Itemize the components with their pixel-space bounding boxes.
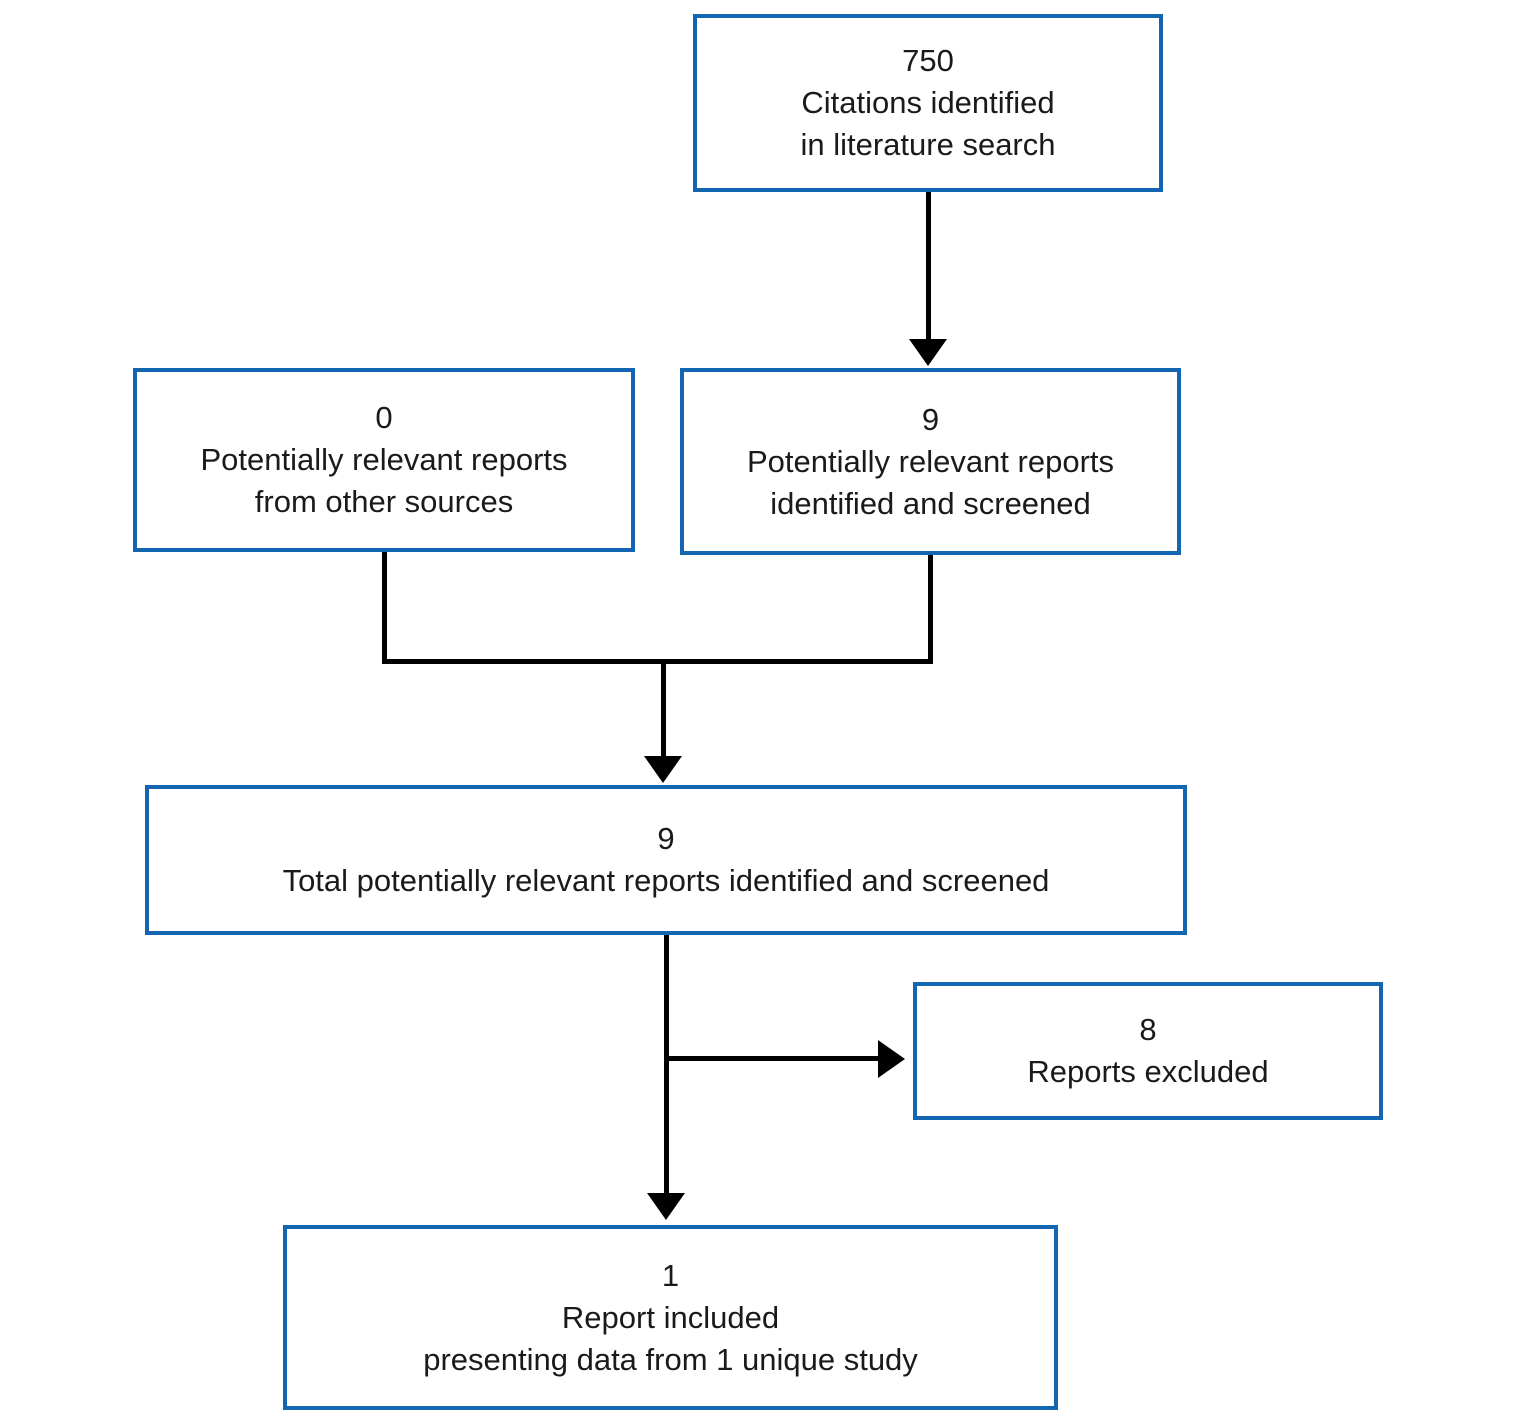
box-count: 1 [661,1257,680,1293]
box-identified-screened: 9 Potentially relevant reports identifie… [680,368,1181,555]
box-label-line: Reports excluded [1027,1054,1269,1089]
box-other-sources: 0 Potentially relevant reports from othe… [133,368,635,552]
box-citations-identified: 750 Citations identified in literature s… [693,14,1163,192]
arrow-citations-to-screened-line [926,192,931,342]
box-count: 8 [1139,1012,1157,1047]
arrow-merge-to-total-line [661,659,666,758]
arrow-total-to-excluded-line [664,1056,878,1061]
connector-screened-down-line [928,555,933,664]
arrow-merge-to-total-head-icon [644,756,682,783]
box-label-line: Potentially relevant reports [200,442,568,477]
arrow-citations-to-screened-head-icon [909,339,947,366]
box-count: 0 [375,400,393,435]
box-label-line: in literature search [800,127,1056,162]
box-total-screened: 9 Total potentially relevant reports ide… [145,785,1187,935]
box-label-line: Total potentially relevant reports ident… [282,863,1050,898]
box-label-line: presenting data from 1 unique study [423,1341,918,1377]
box-label-line: Potentially relevant reports [746,443,1115,479]
box-count: 9 [921,401,940,437]
box-label-line: Citations identified [801,85,1055,120]
arrow-total-to-included-head-icon [647,1193,685,1220]
box-count: 750 [902,43,954,78]
box-report-included: 1 Report included presenting data from 1… [283,1225,1058,1410]
box-label-line: identified and screened [770,485,1091,521]
arrow-total-to-included-line [664,935,669,1195]
connector-other-sources-down-line [382,552,387,664]
box-label-line: from other sources [254,484,514,519]
connector-merge-horizontal-line [382,659,933,664]
box-label-line: Report included [561,1299,780,1335]
arrow-total-to-excluded-head-icon [878,1040,905,1078]
box-reports-excluded: 8 Reports excluded [913,982,1383,1120]
box-count: 9 [657,821,675,856]
